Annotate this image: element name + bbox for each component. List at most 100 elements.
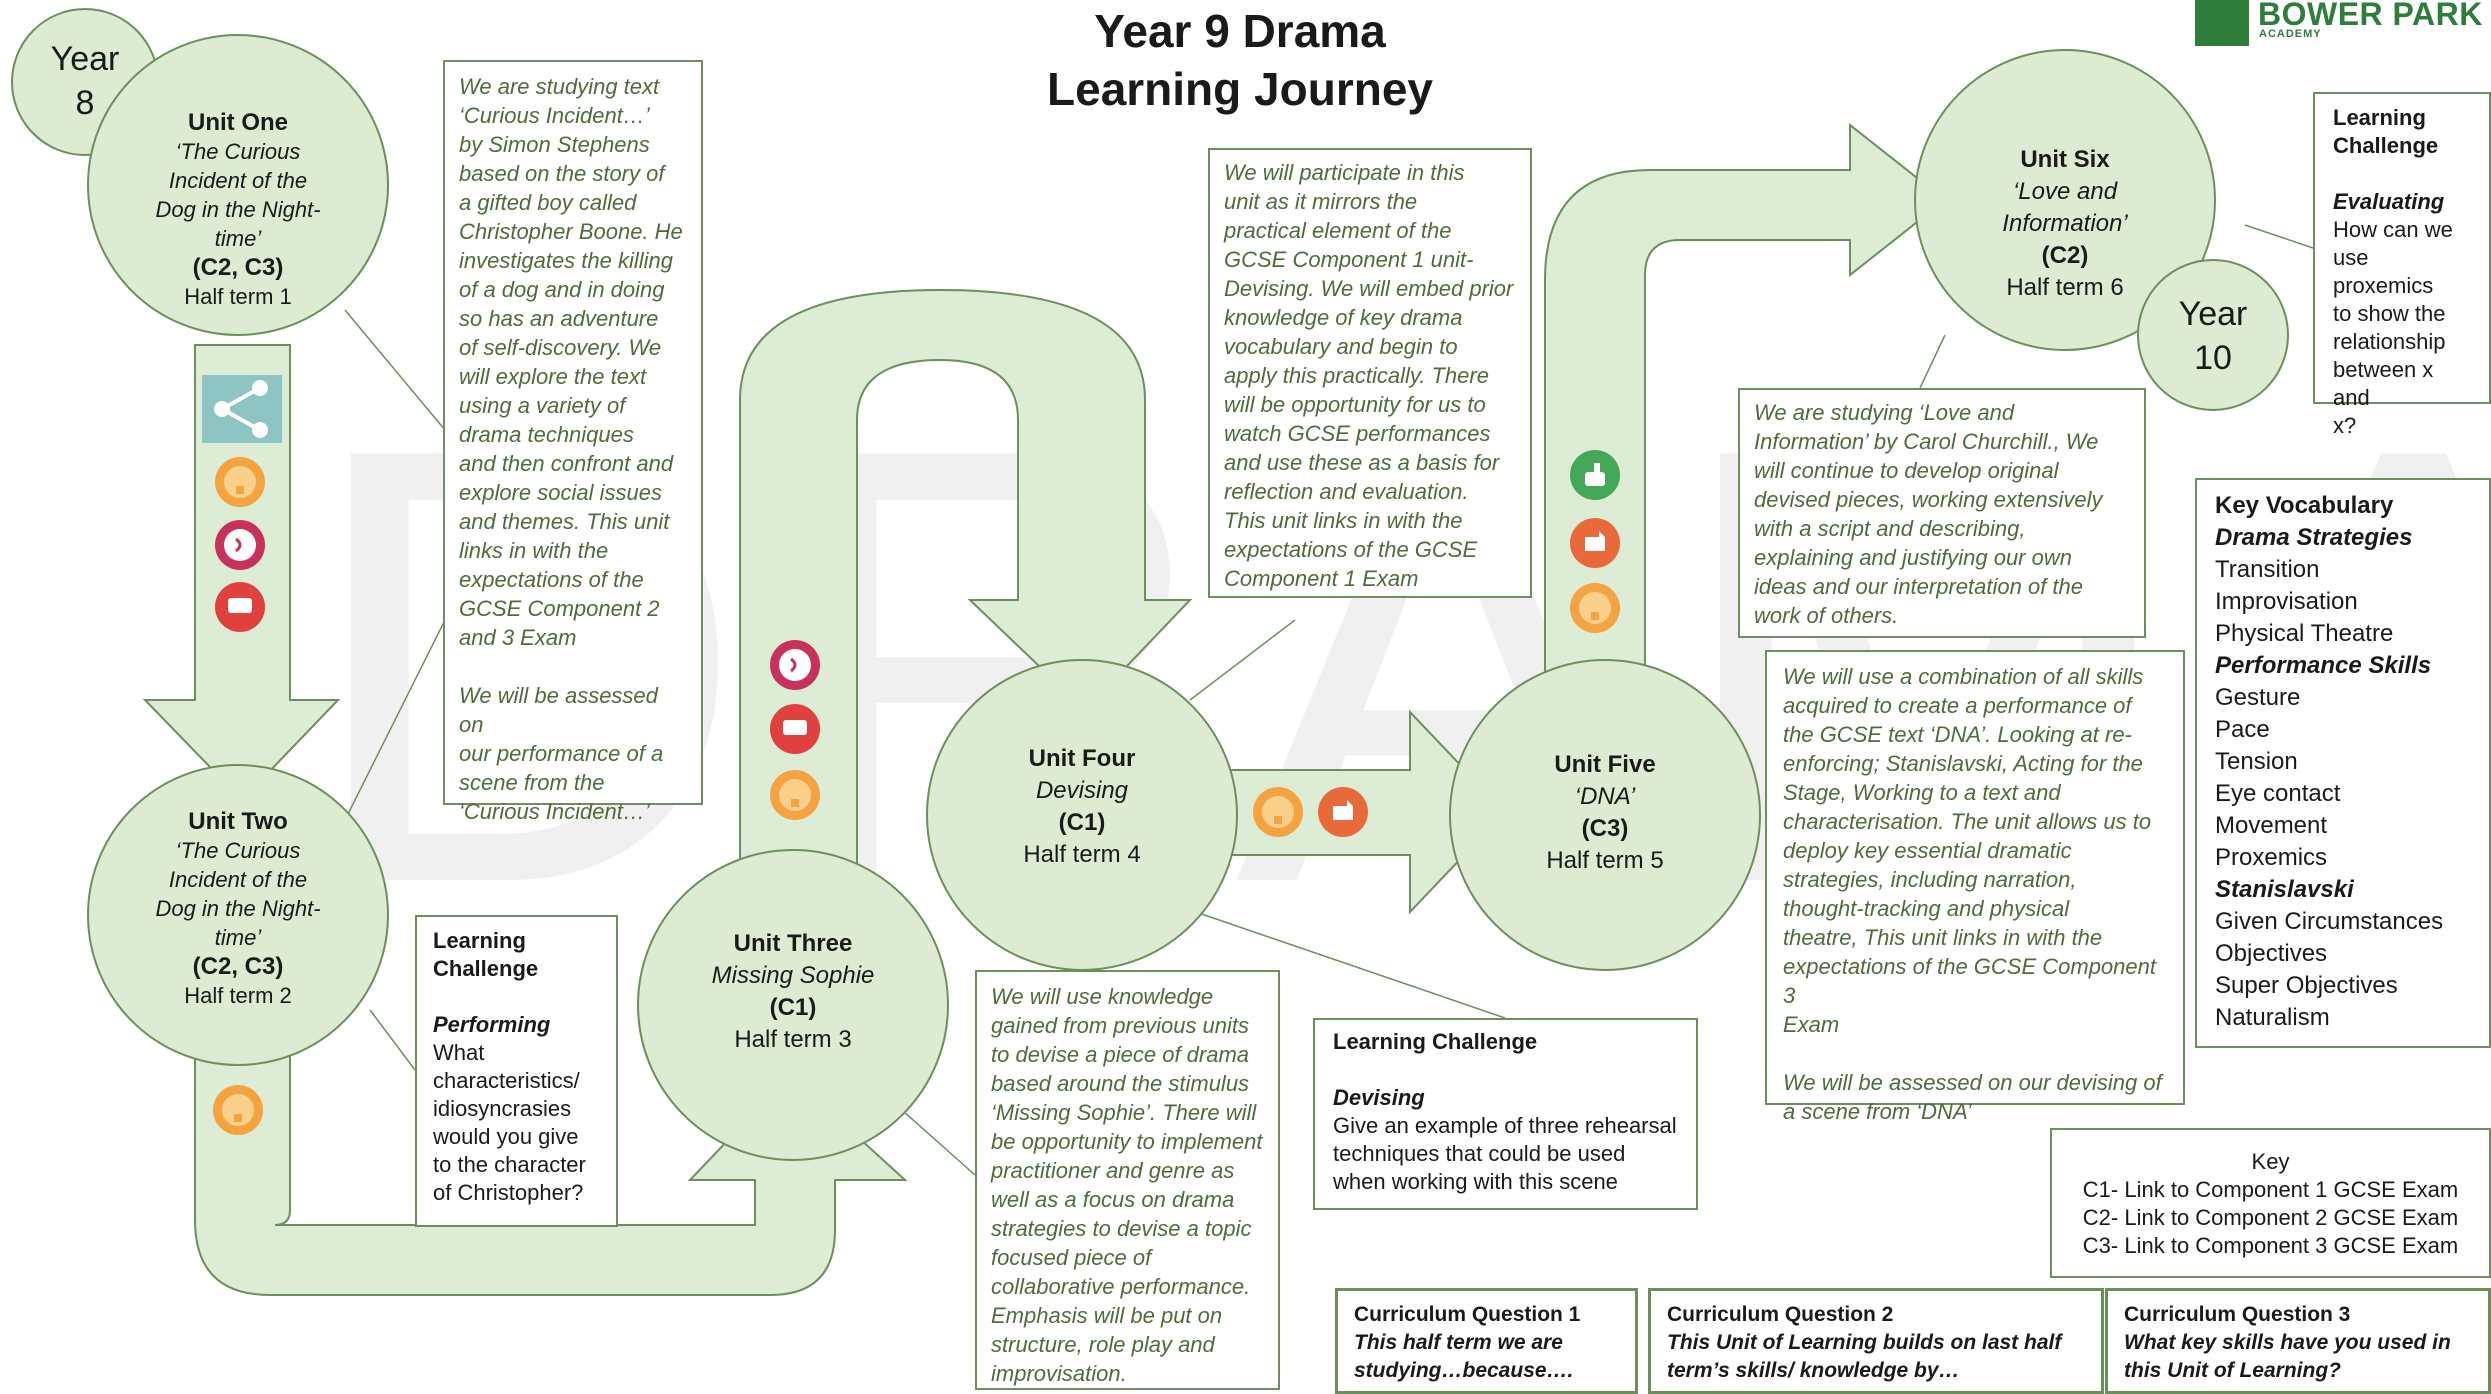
year-8-label: Year 8 <box>50 40 120 122</box>
title-line-2: Learning Journey <box>1047 63 1433 115</box>
description-line: and use these as a basis for <box>1224 450 1500 475</box>
vocabulary-term: Movement <box>2215 812 2328 839</box>
vocabulary-term: Super Objectives <box>2215 972 2398 999</box>
description-line: We will be assessed on our devising of <box>1783 1070 2162 1095</box>
description-line: gained from previous units <box>991 1013 1250 1038</box>
description-line: well as a focus on drama <box>991 1187 1235 1212</box>
description-line: expectations of the GCSE <box>1224 537 1478 562</box>
description-line: theatre, This unit links in with the <box>1783 925 2103 950</box>
lightbulb-icon <box>215 457 265 507</box>
description-line: This unit links in with the <box>1224 508 1463 533</box>
learning-challenge-evaluating: Learning Challenge Evaluating How can we… <box>2313 92 2491 438</box>
description-line: Information’ by Carol Churchill., We <box>1754 429 2099 454</box>
curriculum-question-2: Curriculum Question 2 This Unit of Learn… <box>1648 1288 2104 1394</box>
description-line: the GCSE text ‘DNA’. Looking at re- <box>1783 722 2132 747</box>
unit-4-description: We will participate in this unit as it mi… <box>1208 148 1532 598</box>
description-line: links in with the <box>459 538 609 563</box>
description-line: We will use a combination of all skills <box>1783 664 2144 689</box>
vocabulary-term: Physical Theatre <box>2215 620 2394 647</box>
description-line: and 3 Exam <box>459 625 577 650</box>
challenge-line: use proxemics <box>2333 245 2434 298</box>
description-line: Devising. We will embed prior <box>1224 276 1514 301</box>
vocabulary-term: Given Circumstances <box>2215 908 2444 935</box>
description-line: devised pieces, working extensively <box>1754 487 2103 512</box>
vocabulary-term: Proxemics <box>2215 844 2328 871</box>
challenge-line: What <box>433 1040 485 1065</box>
description-line: unit as it mirrors the <box>1224 189 1418 214</box>
description-line: by Simon Stephens <box>459 132 650 157</box>
puzzle-icon <box>1570 518 1620 568</box>
vocabulary-term: Objectives <box>2215 940 2328 967</box>
unit-6-label: Unit Six ‘Love and Information’ (C2) Hal… <box>2002 146 2128 301</box>
description-line: GCSE Component 1 unit- <box>1224 247 1474 272</box>
path-unit5-to-unit6 <box>1544 122 1947 681</box>
unit2-circle <box>87 764 389 1066</box>
description-line: ideas and our interpretation of the <box>1754 574 2084 599</box>
unit-1-label: Unit One ‘The Curious Incident of the Do… <box>155 109 321 309</box>
description-line: a gifted boy called <box>459 190 637 215</box>
description-line: our performance of a <box>459 741 664 766</box>
vocabulary-term: Improvisation <box>2215 588 2358 615</box>
lightbulb-icon <box>1253 787 1303 837</box>
lightbulb-icon <box>213 1085 263 1135</box>
challenge-line: idiosyncrasies <box>433 1096 572 1121</box>
description-line: strategies, including narration, <box>1783 867 2077 892</box>
description-line: and themes. This unit <box>459 509 670 534</box>
description-line: with a script and describing, <box>1754 516 2026 541</box>
challenge-line: when working with this scene <box>1333 1169 1618 1194</box>
listening-icon <box>770 640 820 690</box>
thumbs-up-icon <box>1570 450 1620 500</box>
description-line: drama techniques <box>459 422 634 447</box>
vocabulary-term: Eye contact <box>2215 780 2341 807</box>
description-line: vocabulary and begin to <box>1224 334 1458 359</box>
description-line: apply this practically. There <box>1224 363 1489 388</box>
vocabulary-term: Pace <box>2215 716 2270 743</box>
vocabulary-term: Tension <box>2215 748 2298 775</box>
title-line-1: Year 9 Drama <box>1094 5 1386 57</box>
description-line: improvisation. <box>991 1361 1127 1386</box>
description-line: We will participate in this <box>1224 160 1465 185</box>
description-line: We are studying text <box>459 74 660 99</box>
description-line: explaining and justifying our own <box>1754 545 2072 570</box>
unit6-circle <box>1914 49 2216 351</box>
path-unit2-to-unit3 <box>194 1029 908 1296</box>
description-line: so has an adventure <box>459 306 659 331</box>
description-line: expectations of the <box>459 567 644 592</box>
lightbulb-icon <box>1570 583 1620 633</box>
description-line: work of others. <box>1754 603 1899 628</box>
challenge-line: of Christopher? <box>433 1180 584 1205</box>
description-line: explore social issues <box>459 480 662 505</box>
challenge-line: characteristics/ <box>433 1068 580 1093</box>
vocabulary-section-heading: Drama Strategies <box>2215 524 2413 551</box>
unit-3-label: Unit Three Missing Sophie (C1) Half term… <box>711 930 875 1053</box>
description-line: and then confront and <box>459 451 674 476</box>
key-line: C2- Link to Component 2 GCSE Exam <box>2082 1205 2459 1230</box>
description-line <box>1783 1039 2167 1068</box>
speech-bubble-icon <box>215 582 265 632</box>
unit3-circle <box>637 849 949 1161</box>
description-line: Component 1 Exam <box>1224 566 1419 591</box>
description-line: We will be assessed on <box>459 683 658 737</box>
curriculum-question-1: Curriculum Question 1 This half term we … <box>1335 1288 1638 1394</box>
description-line: practitioner and genre as <box>991 1158 1235 1183</box>
share-icon <box>202 375 282 443</box>
description-line: knowledge of key drama <box>1224 305 1463 330</box>
description-line: Emphasis will be put on <box>991 1303 1223 1328</box>
description-line: of self-discovery. We <box>459 335 662 360</box>
description-line: ‘Curious Incident…’ <box>459 799 650 824</box>
description-line: enforcing; Stanislavski, Acting for the <box>1783 751 2143 776</box>
description-line: collaborative performance. <box>991 1274 1251 1299</box>
description-line: reflection and evaluation. <box>1224 479 1469 504</box>
arrow-unit1-to-unit2 <box>142 344 341 802</box>
challenge-line: would you give <box>433 1124 579 1149</box>
year10-circle <box>2137 259 2289 411</box>
vocabulary-term: Transition <box>2215 556 2320 583</box>
challenge-line: Give an example of three rehearsal <box>1333 1113 1677 1138</box>
learning-challenge-devising: Learning Challenge Devising Give an exam… <box>1313 1018 1698 1210</box>
vocabulary-section-heading: Stanislavski <box>2215 876 2354 903</box>
challenge-line: relationship <box>2333 329 2446 354</box>
